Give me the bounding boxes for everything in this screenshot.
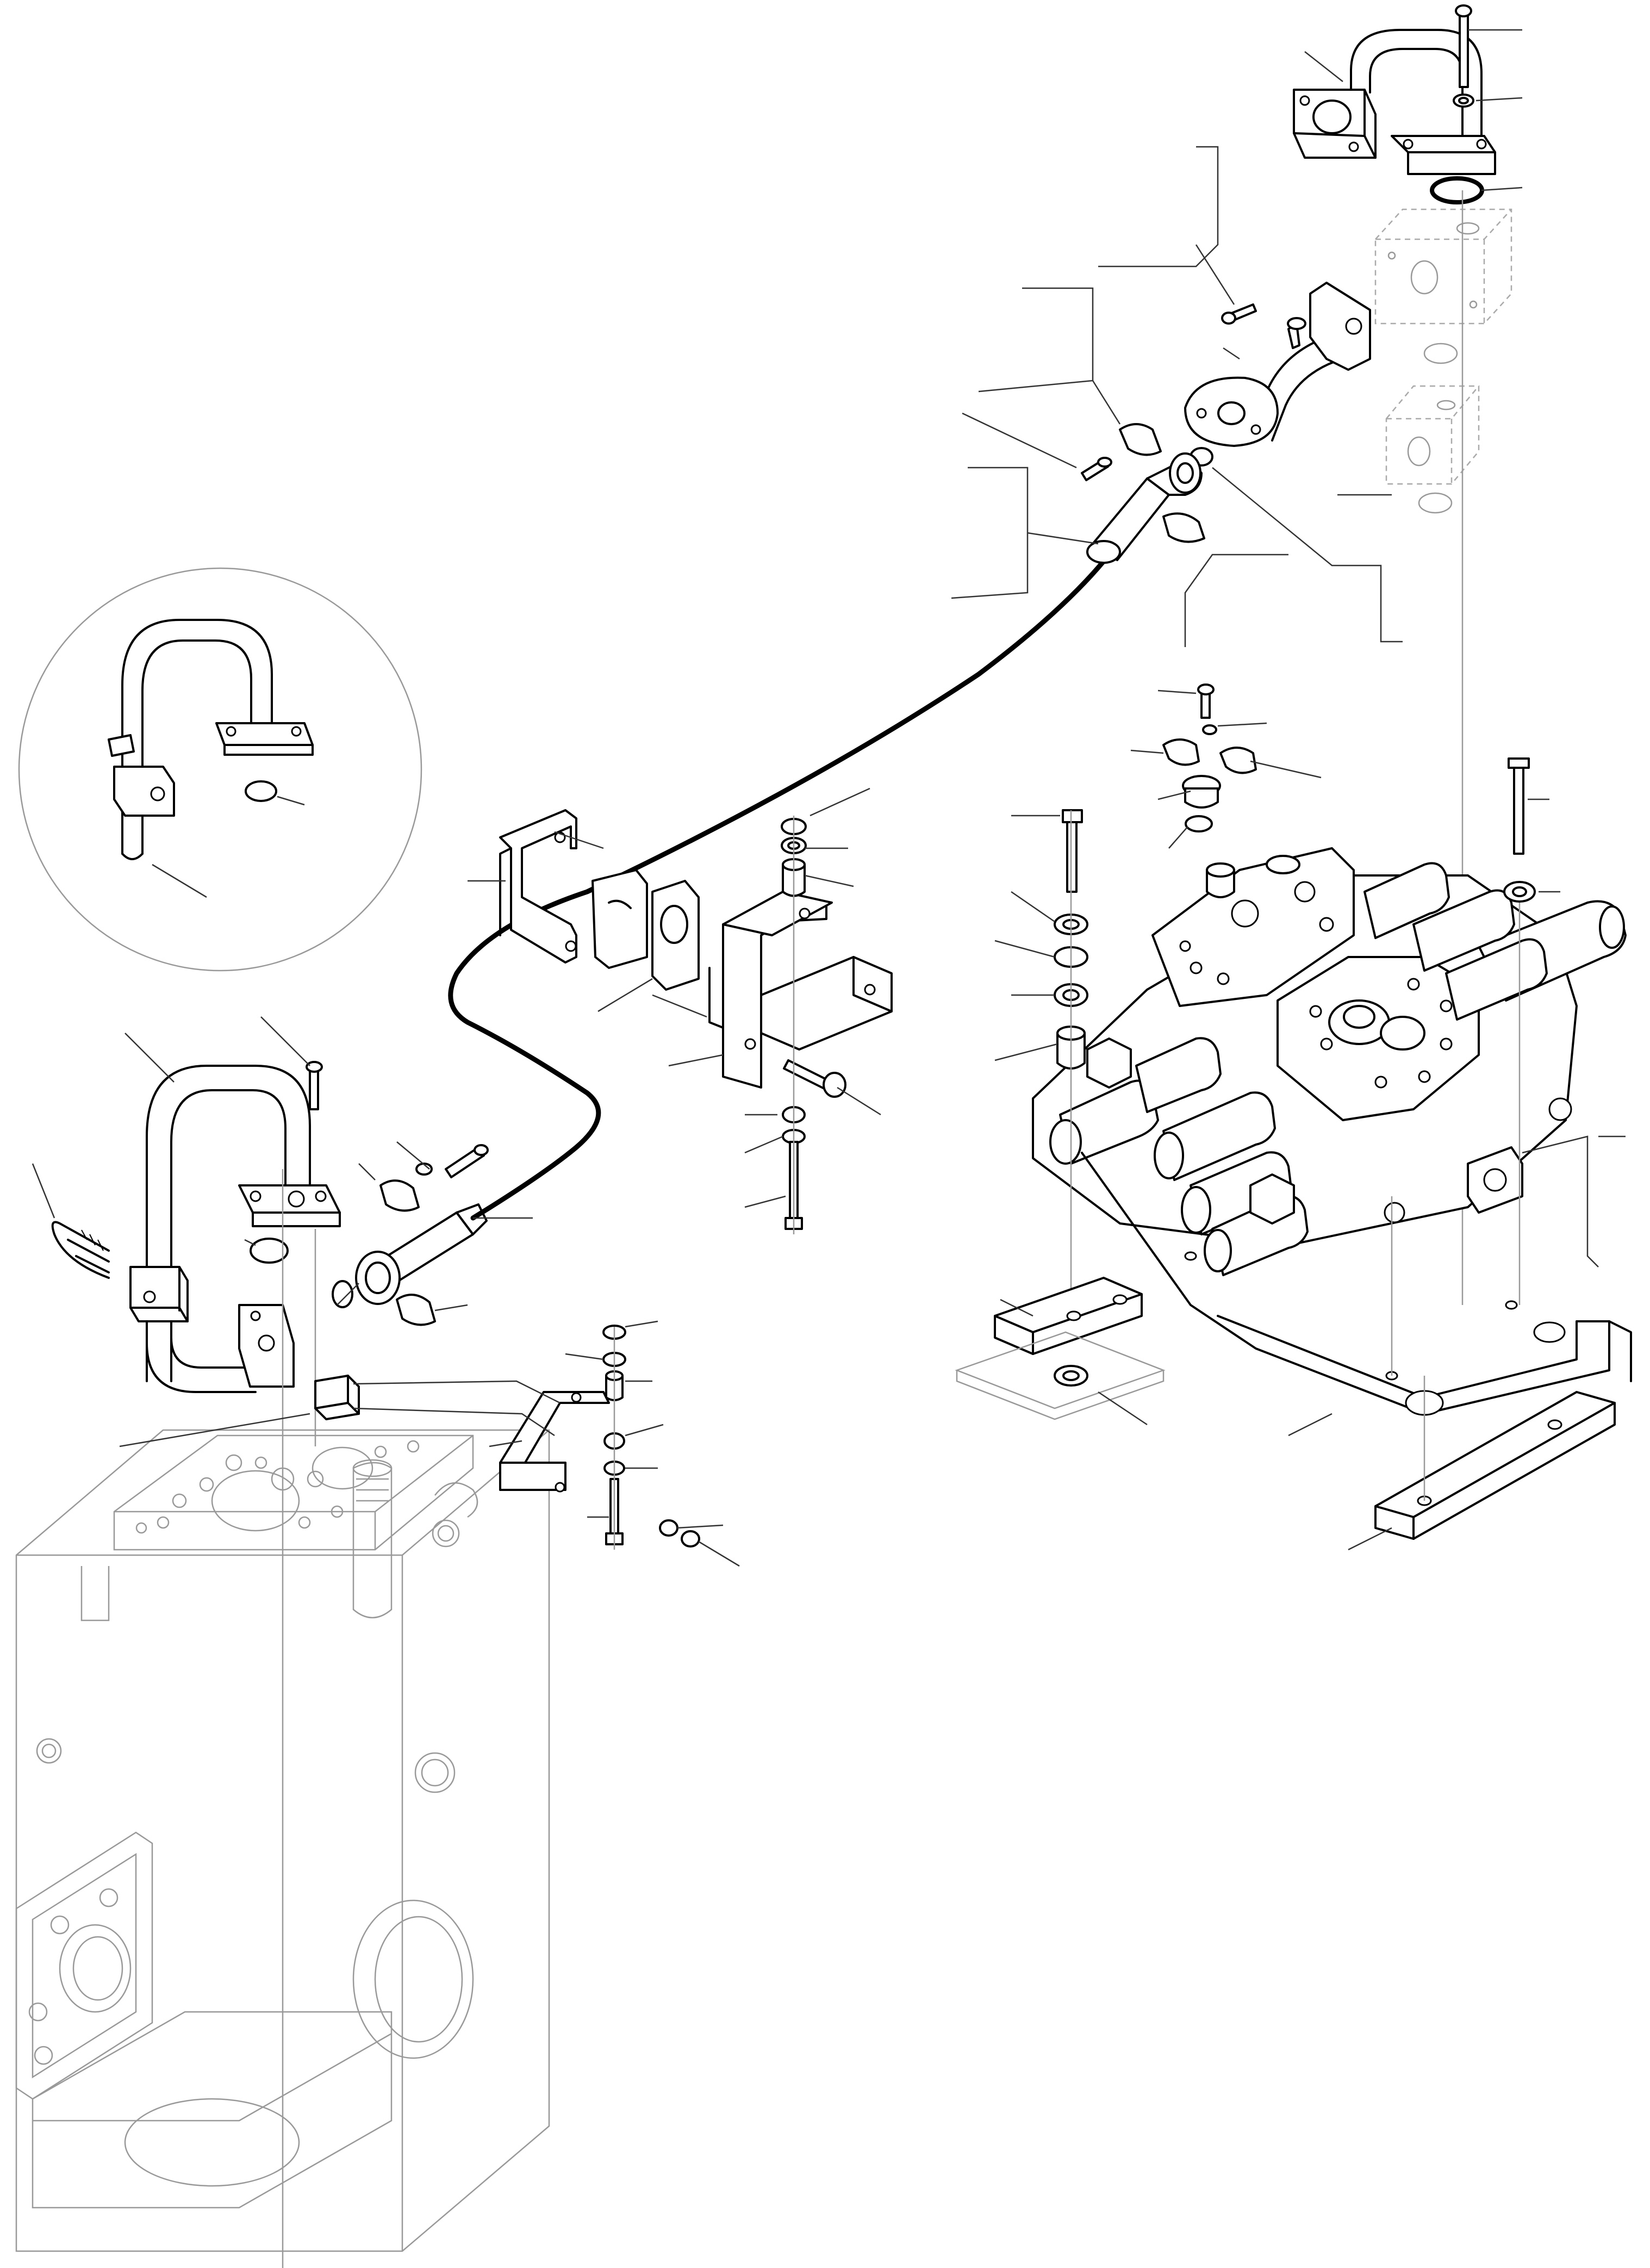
control-valve-block <box>1032 683 1627 1305</box>
ghost-block-lower <box>1385 385 1480 514</box>
main-pipe <box>51 1061 353 2268</box>
callout-leaders <box>32 29 1626 1567</box>
clamp-bracket <box>499 809 707 1018</box>
tank-housing <box>15 1429 550 2252</box>
upper-pipe <box>1293 4 1496 204</box>
ghost-block-upper <box>1374 208 1512 364</box>
small-bracket <box>314 1325 700 1550</box>
hose-end-fitting-upper <box>1081 423 1205 564</box>
pipe-detail-circle <box>18 567 422 972</box>
hose-end-fitting-lower <box>355 1144 489 1326</box>
support-bracket <box>708 816 893 1234</box>
elbow-pipe <box>1184 282 1371 467</box>
flexible-hose <box>448 552 1112 1221</box>
spacer-plates <box>955 1277 1616 1540</box>
